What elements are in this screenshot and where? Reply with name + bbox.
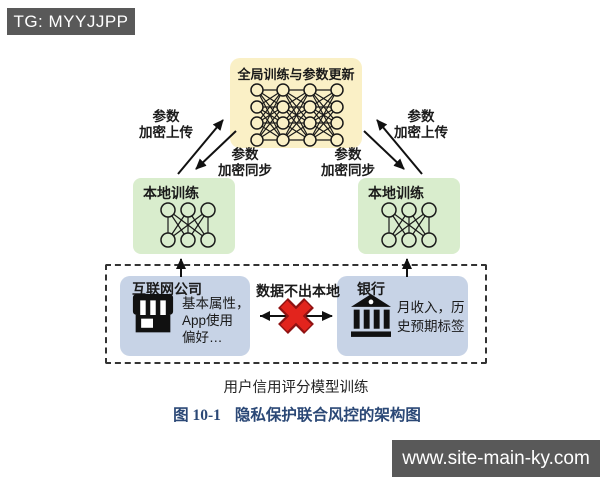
global-training-box: 全局训练与参数更新 xyxy=(230,58,362,148)
bank-icon xyxy=(351,294,391,337)
label-encrypted-upload-right: 参数 加密上传 xyxy=(394,109,448,140)
privacy-zone-border xyxy=(105,264,487,364)
watermark-bar: www.site-main-ky.com xyxy=(392,440,600,477)
global-neural-network-graphic xyxy=(250,83,344,147)
bank-data-text: 月收入，历 史预期标签 xyxy=(397,300,465,334)
bank-box: 银行 月收入，历 史预期标签 xyxy=(337,276,468,356)
internet-company-box: 互联网公司 基本属性， App使用 偏好… xyxy=(120,276,250,356)
global-training-title: 全局训练与参数更新 xyxy=(237,67,355,82)
no-data-out-label: 数据不出本地 xyxy=(256,283,340,299)
tg-badge: TG: MYYJJPP xyxy=(7,8,135,35)
internet-company-title: 互联网公司 xyxy=(132,281,202,297)
local-neural-network-graphic-right xyxy=(381,202,437,248)
local-training-title-left: 本地训练 xyxy=(143,185,199,201)
watermark-text: www.site-main-ky.com xyxy=(402,447,590,469)
internet-company-data-text: 基本属性， App使用 偏好… xyxy=(182,296,250,345)
figure-title: 隐私保护联合风控的架构图 xyxy=(234,407,421,424)
zone-caption: 用户信用评分模型训练 xyxy=(223,380,369,396)
local-training-box-left: 本地训练 xyxy=(133,178,235,254)
label-encrypted-sync-right: 参数 加密同步 xyxy=(321,147,375,178)
local-training-box-right: 本地训练 xyxy=(358,178,460,254)
local-training-title-right: 本地训练 xyxy=(368,185,424,201)
label-encrypted-sync-left: 参数 加密同步 xyxy=(218,147,272,178)
bank-title: 银行 xyxy=(357,281,385,297)
tg-badge-text: TG: MYYJJPP xyxy=(13,11,129,31)
label-encrypted-upload-left: 参数 加密上传 xyxy=(139,109,193,140)
local-neural-network-graphic-left xyxy=(160,202,216,248)
figure-number: 图 10-1 xyxy=(173,407,221,424)
storefront-icon xyxy=(132,294,174,333)
figure-caption: 图 10-1 隐私保护联合风控的架构图 xyxy=(0,403,594,425)
